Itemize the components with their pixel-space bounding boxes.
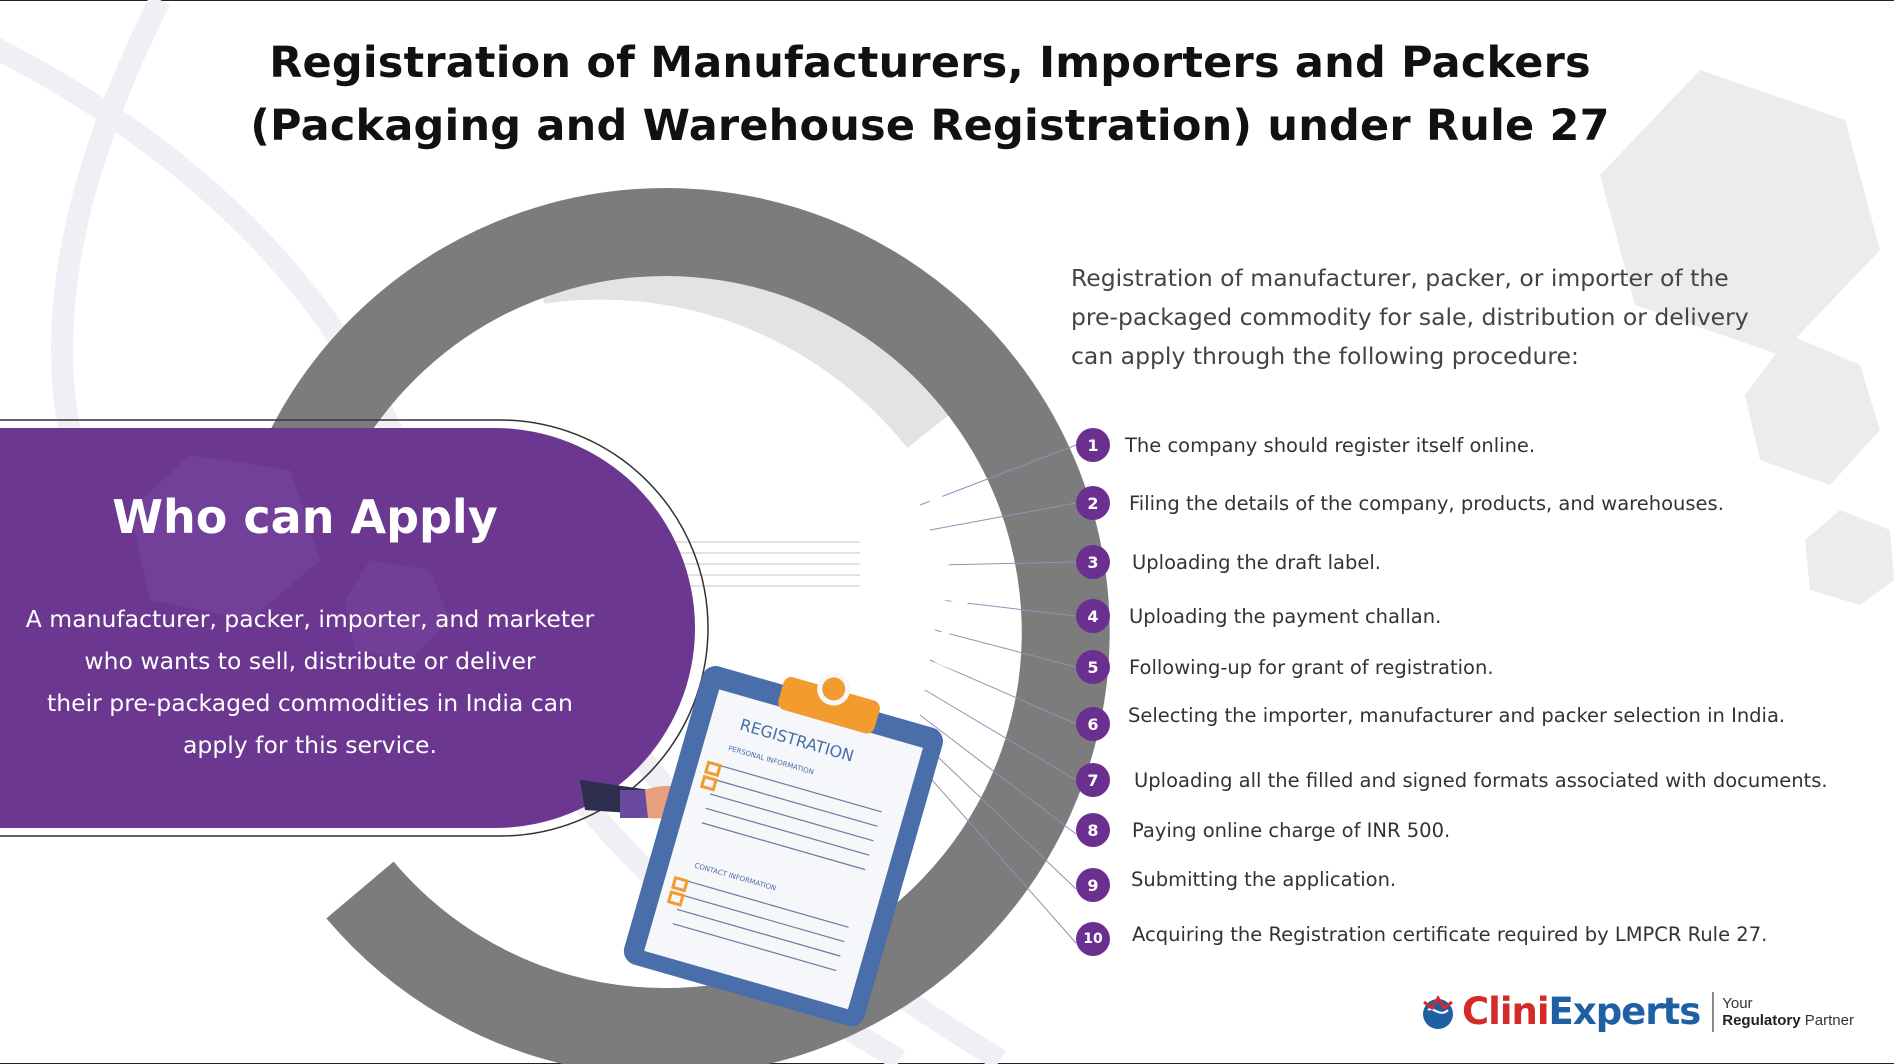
step-number-badge: 3	[1076, 545, 1110, 579]
intro-line: can apply through the following procedur…	[1071, 342, 1579, 370]
tagline-line1: Your	[1722, 994, 1753, 1012]
step-item: 8 Paying online charge of INR 500.	[1076, 813, 1450, 847]
who-can-apply-line: who wants to sell, distribute or deliver	[84, 647, 536, 675]
step-text: Filing the details of the company, produ…	[1129, 491, 1724, 515]
step-item: 3 Uploading the draft label.	[1076, 545, 1381, 579]
intro-line: pre-packaged commodity for sale, distrib…	[1071, 303, 1749, 331]
page-title-line1: Registration of Manufacturers, Importers…	[269, 38, 1591, 88]
step-number-badge: 10	[1076, 922, 1110, 956]
step-item: 9 Submitting the application.	[1076, 868, 1396, 902]
connector-lines	[909, 444, 1077, 944]
step-item: 10 Acquiring the Registration certificat…	[1076, 922, 1767, 956]
step-number-badge: 7	[1076, 763, 1110, 797]
step-item: 4 Uploading the payment challan.	[1076, 599, 1441, 633]
globe-icon	[1423, 994, 1453, 1029]
step-number-badge: 4	[1076, 599, 1110, 633]
clipboard-illustration: REGISTRATION PERSONAL INFORMATION CONTAC…	[623, 666, 943, 1027]
step-text: Uploading the payment challan.	[1129, 604, 1442, 628]
step-text: Uploading the draft label.	[1132, 550, 1381, 574]
arc-dark	[259, 188, 1110, 1064]
brand-name-part2: Experts	[1548, 990, 1702, 1033]
bubble-trail-lines	[665, 541, 860, 587]
logo-separator	[1712, 991, 1715, 1032]
who-can-apply-outline	[0, 419, 709, 837]
tagline-regulatory: Regulatory	[1722, 1011, 1801, 1029]
step-text: Acquiring the Registration certificate r…	[1132, 922, 1768, 946]
step-item: 6 Selecting the importer, manufacturer a…	[1076, 703, 1786, 741]
step-number-badge: 6	[1076, 707, 1110, 741]
who-can-apply-heading: Who can Apply	[112, 490, 498, 544]
step-text: Uploading all the filled and signed form…	[1134, 768, 1828, 792]
who-can-apply-text: A manufacturer, packer, importer, and ma…	[10, 598, 610, 766]
procedure-intro: Registration of manufacturer, packer, or…	[1071, 259, 1791, 376]
who-can-apply-line: A manufacturer, packer, importer, and ma…	[25, 605, 595, 633]
hexagon-decoration	[1805, 510, 1894, 605]
who-can-apply-line: their pre-packaged commodities in India …	[47, 689, 573, 717]
step-text: Paying online charge of INR 500.	[1132, 818, 1451, 842]
step-item: 2 Filing the details of the company, pro…	[1076, 486, 1724, 520]
step-number-badge: 5	[1076, 650, 1110, 684]
hexagon-decoration	[1600, 70, 1880, 355]
step-text: The company should register itself onlin…	[1125, 433, 1536, 457]
step-number-badge: 1	[1076, 428, 1110, 462]
step-number-badge: 9	[1076, 868, 1110, 902]
step-item: 5 Following-up for grant of registration…	[1076, 650, 1494, 684]
step-item: 7 Uploading all the filled and signed fo…	[1076, 763, 1828, 797]
step-number-badge: 8	[1076, 813, 1110, 847]
step-item: 1 The company should register itself onl…	[1076, 428, 1535, 462]
brand-name-part1: Clini	[1462, 990, 1550, 1033]
tagline-partner: Partner	[1804, 1011, 1854, 1029]
step-number-badge: 2	[1076, 486, 1110, 520]
intro-line: Registration of manufacturer, packer, or…	[1071, 264, 1729, 292]
logo-tagline: Your Regulatory Partner	[1722, 995, 1854, 1029]
who-can-apply-line: apply for this service.	[183, 731, 437, 759]
step-text: Following-up for grant of registration.	[1129, 655, 1494, 679]
page-title-line2: (Packaging and Warehouse Registration) u…	[250, 101, 1610, 151]
step-text: Selecting the importer, manufacturer and…	[1128, 703, 1786, 727]
hexagon-decoration	[1745, 335, 1880, 485]
step-text: Submitting the application.	[1131, 867, 1397, 891]
cliniexperts-logo: Clini Experts Your Regulatory Partner	[1418, 990, 1854, 1033]
